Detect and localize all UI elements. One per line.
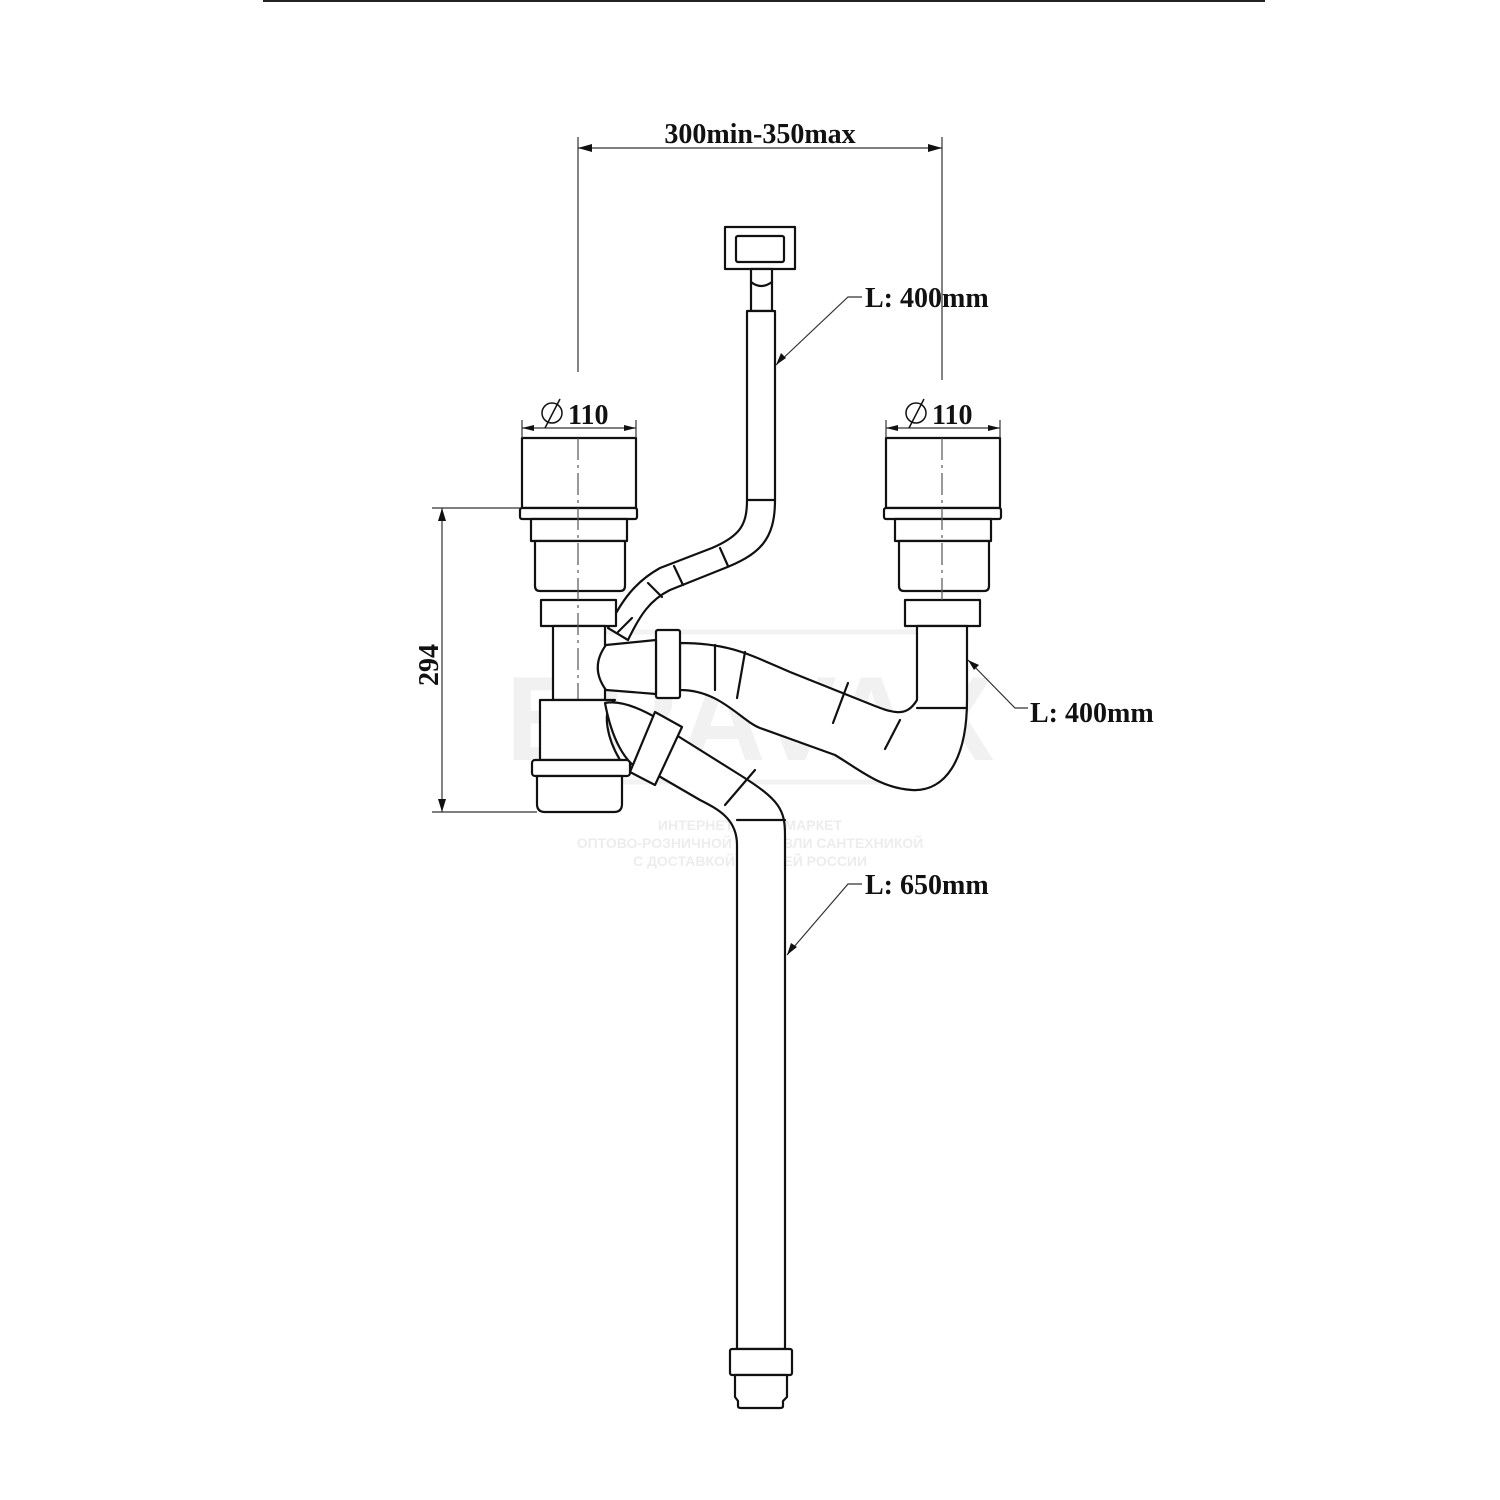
right-diameter-label: 110 [932, 400, 972, 431]
connector-length-callout: L: 400mm [967, 659, 1154, 729]
left-diameter-label: 110 [568, 400, 608, 431]
trap-body [530, 698, 632, 814]
height-dimension: 294 [414, 507, 537, 813]
overflow-assembly: L: 400mm [606, 225, 989, 642]
connector-length-label: L: 400mm [1030, 698, 1154, 729]
outlet-length-callout: L: 650mm [786, 870, 989, 956]
right-strainer: 110 [882, 398, 1003, 628]
spacing-dimension: 300min-350max [577, 119, 943, 380]
outlet-length-label: L: 650mm [865, 870, 989, 901]
spacing-label: 300min-350max [664, 119, 855, 150]
overflow-length-label: L: 400mm [865, 283, 989, 314]
outlet-pipe: L: 650mm [603, 701, 989, 1410]
height-label: 294 [414, 644, 445, 686]
overflow-length-callout: L: 400mm [775, 283, 989, 366]
connector-hose: L: 400mm [596, 624, 1154, 792]
